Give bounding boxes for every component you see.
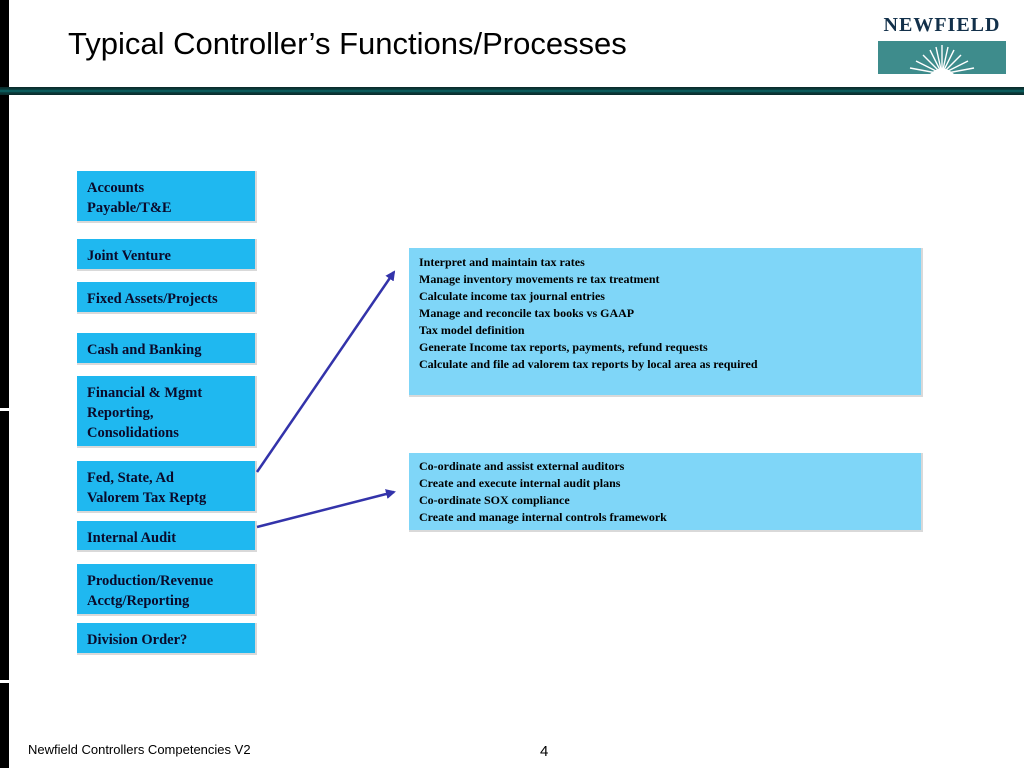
footer-text: Newfield Controllers Competencies V2 [28, 742, 251, 757]
function-division-order: Division Order? [77, 623, 257, 655]
logo-text: NEWFIELD [883, 14, 1001, 36]
function-fixed-assets: Fixed Assets/Projects [77, 282, 257, 314]
function-internal-audit: Internal Audit [77, 521, 257, 552]
arrow-tax-to-detail [255, 270, 396, 473]
detail-line: Manage and reconcile tax books vs GAAP [419, 306, 635, 320]
detail-line: Generate Income tax reports, payments, r… [419, 340, 708, 354]
header-rule [0, 87, 1024, 95]
detail-line: Create and manage internal controls fram… [419, 510, 667, 524]
detail-line: Co-ordinate and assist external auditors [419, 459, 625, 473]
detail-line: Create and execute internal audit plans [419, 476, 621, 490]
newfield-logo: NEWFIELD [876, 14, 1008, 76]
tax-detail-box: Interpret and maintain tax rates Manage … [409, 248, 923, 397]
detail-line: Co-ordinate SOX compliance [419, 493, 570, 507]
function-joint-venture: Joint Venture [77, 239, 257, 271]
audit-detail-box: Co-ordinate and assist external auditors… [409, 453, 923, 532]
detail-line: Interpret and maintain tax rates [419, 255, 585, 269]
left-accent-bar [0, 0, 9, 768]
function-cash-banking: Cash and Banking [77, 333, 257, 365]
detail-line: Calculate and file ad valorem tax report… [419, 357, 758, 371]
page-number: 4 [540, 743, 549, 760]
arrow-audit-to-detail [256, 489, 396, 529]
slide-title: Typical Controller’s Functions/Processes [68, 26, 627, 61]
detail-line: Tax model definition [419, 323, 525, 337]
logo-sunburst-icon [878, 41, 1006, 74]
detail-line: Calculate income tax journal entries [419, 289, 605, 303]
detail-line: Manage inventory movements re tax treatm… [419, 272, 660, 286]
